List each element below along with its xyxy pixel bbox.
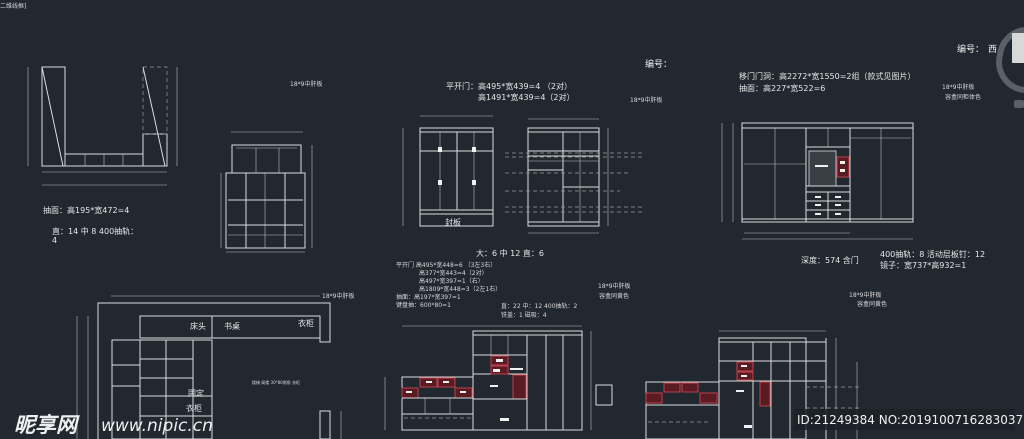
drawer-face-note: 抽面：高197*宽397=1 <box>396 293 461 301</box>
number-value: 西 <box>988 44 997 55</box>
drawing-desk-wardrobe <box>384 325 592 431</box>
hardware-note-2: 铁盖：1 磁吸：4 <box>501 311 547 319</box>
color-note: 容盒同柜体色 <box>945 93 981 101</box>
label-fixed: 固定 <box>188 388 204 398</box>
board-note: 18*9中肝板 <box>322 292 354 300</box>
hardware-note: 直：14 中 8 400抽轨： <box>52 226 138 236</box>
door-spec-1: 平开门：高495*宽439=4 （2对） <box>446 81 572 91</box>
color-note: 容盒同黄色 <box>857 300 887 308</box>
color-note: 容盒同黄色 <box>599 292 629 300</box>
board-note: 18*9中肝板 <box>630 96 662 104</box>
board-note: 18*9中肝板 <box>598 282 630 290</box>
board-note: 18*9中肝板 <box>942 83 974 91</box>
hardware-note: 直：22 中：12 400抽轨：2 <box>501 302 578 310</box>
drawing-cabinet-2 <box>220 131 313 253</box>
hinge-note: 大：6 中 12 直：6 <box>476 248 544 258</box>
image-id: ID:21249384 NO:20191007162830375574 <box>797 413 1024 427</box>
id-banner <box>794 409 1014 430</box>
seal-board-label: 封板 <box>445 217 461 227</box>
door-spec-b: 高377*宽443=4（2对） <box>419 269 488 277</box>
drawing-sliding-wardrobe <box>721 122 914 240</box>
view-mode-label[interactable]: 二维线框] <box>0 2 26 10</box>
board-note: 18*9中肝板 <box>290 80 322 88</box>
wcs-button[interactable] <box>1014 100 1024 108</box>
drawing-room-plan <box>76 295 342 439</box>
sliding-door-spec: 移门门洞：高2272*宽1550=2组（款式见图片） <box>739 71 916 81</box>
hardware-note-count: 4 <box>52 236 57 245</box>
viewcube-face[interactable] <box>1012 33 1024 63</box>
door-spec-d: 高1809*宽448=3（2左1右） <box>419 285 501 293</box>
door-spec-a: 平开门 高495*宽448=6 （3左3右） <box>396 261 496 269</box>
number-label: 编号： <box>645 58 672 70</box>
drawer-face-note: 抽面：高195*宽472=4 <box>43 205 129 215</box>
small-note: 楼梯 阁楼 30*80倒角 衣柜 <box>252 379 300 385</box>
drawing-bed-elevation <box>27 66 178 186</box>
board-note: 18*9中肝板 <box>849 291 881 299</box>
mirror-note: 镜子：宽737*高932=1 <box>880 260 966 270</box>
number-label: 编号： <box>957 43 984 55</box>
drawing-wardrobe-interior <box>505 118 645 234</box>
rails-note: 400抽轨：8 活动层板钉：12 <box>880 249 985 259</box>
door-spec-c: 高497*宽397=1（右） <box>419 277 484 285</box>
watermark-brand: 昵享网 <box>14 413 80 437</box>
depth-note: 深度：574 含门 <box>801 255 859 265</box>
door-spec-2: 高1491*宽439=4（2对） <box>478 92 575 102</box>
keyboard-note: 键盘抽：600*80=1 <box>396 301 451 309</box>
drawing-wardrobe-doors <box>402 115 494 227</box>
label-wardrobe-2: 衣柜 <box>186 403 202 413</box>
watermark-url: www.nipic.cn <box>101 416 213 436</box>
label-desk: 书桌 <box>224 321 240 331</box>
drawer-face-spec: 抽面：高227*宽522=6 <box>739 83 825 93</box>
label-bedhead: 床头 <box>190 321 206 331</box>
drawing-storage-unit <box>595 330 862 439</box>
label-wardrobe: 衣柜 <box>298 318 314 328</box>
